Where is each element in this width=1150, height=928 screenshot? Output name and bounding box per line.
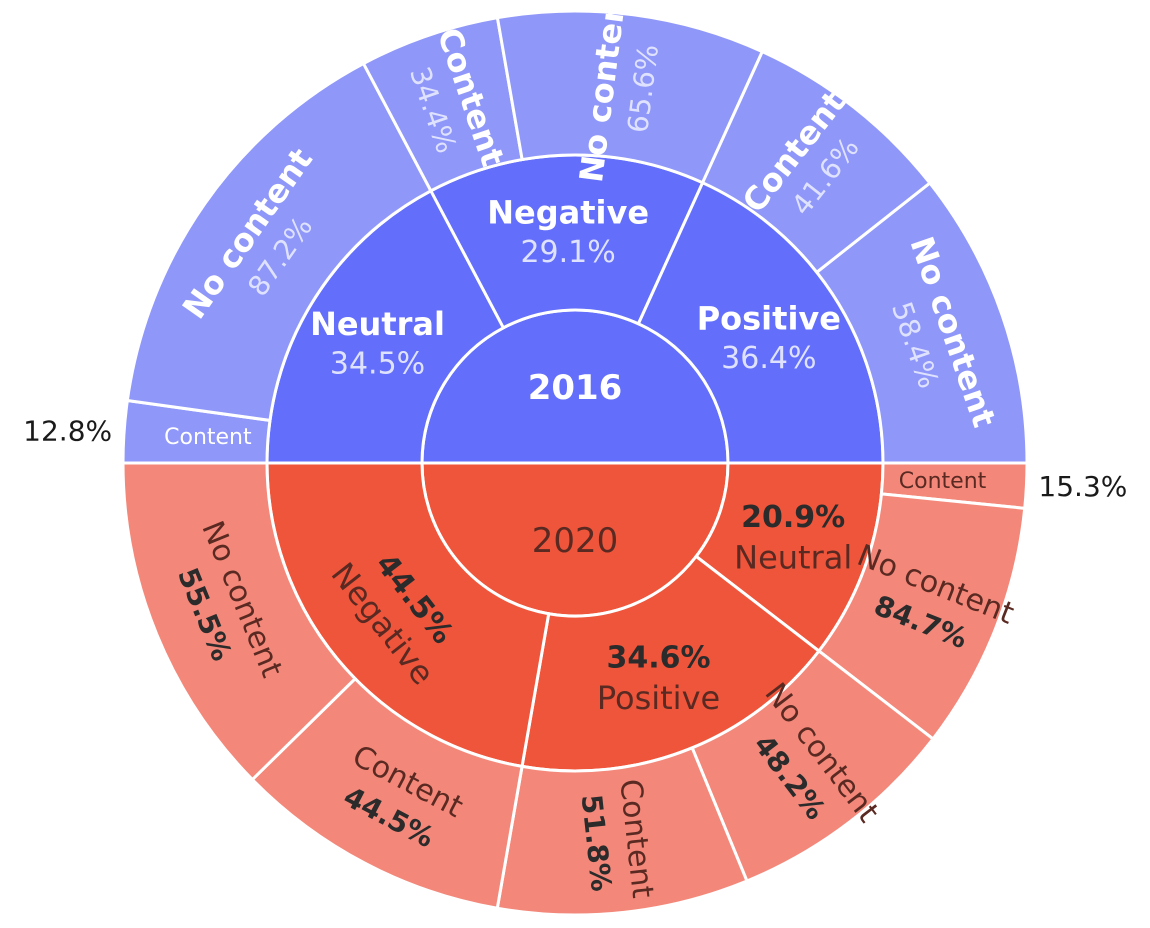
year-label-2020: 2020 [532,521,619,561]
leaf-label-2020-neutral-content-percent: 15.3% [1038,470,1127,503]
leaf-label-2016-neutral-content-name: Content [164,425,252,450]
sentiment-label-2016-positive-name: Positive [697,299,841,337]
leaf-segment-2016-negative-no-content[interactable] [495,9,765,185]
leaf-segment-2016-positive-content[interactable] [700,49,933,275]
sentiment-label-2020-positive-name: Positive [597,679,720,717]
sentiment-label-2016-neutral-percent: 34.5% [330,347,425,382]
year-label-2016: 2016 [528,368,623,408]
leaf-segment-2020-negative-no-content[interactable] [121,461,358,782]
leaf-label-2020-neutral-content-name: Content [899,469,987,494]
sentiment-label-2016-negative-name: Negative [487,194,649,232]
sentiment-label-2016-positive-percent: 36.4% [721,341,816,376]
sentiment-label-2020-neutral-name: Neutral [734,538,852,576]
leaf-segment-2016-positive-no-content[interactable] [814,180,1029,465]
segment-layer [121,9,1029,917]
sentiment-label-2020-positive-percent: 34.6% [606,640,710,675]
leaf-segment-2020-positive-no-content[interactable] [690,648,936,883]
leaf-segment-2020-negative-content[interactable] [250,676,524,911]
sentiment-label-2016-negative-percent: 29.1% [520,235,615,270]
sentiment-label-2020-neutral-percent: 20.9% [741,500,845,535]
leaf-segment-2016-negative-content[interactable] [361,15,524,193]
leaf-segment-2020-neutral-no-content[interactable] [816,492,1027,742]
leaf-segment-2020-positive-content[interactable] [495,745,749,917]
leaf-label-2016-neutral-content-percent: 12.8% [23,414,112,447]
leaf-segment-2016-neutral-no-content[interactable] [125,61,433,423]
sentiment-label-2016-neutral-name: Neutral [310,305,445,343]
